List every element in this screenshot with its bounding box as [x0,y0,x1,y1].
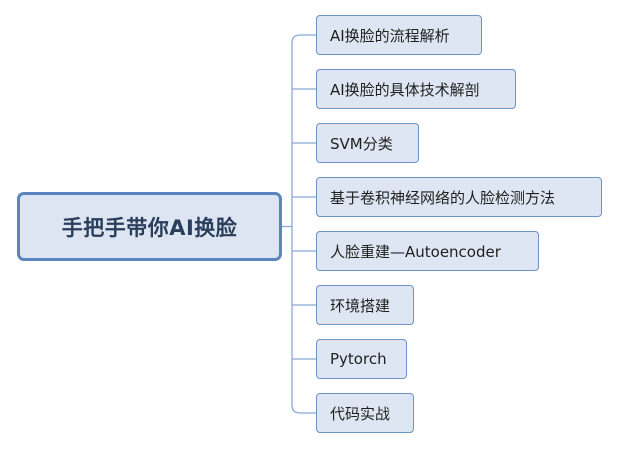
branch-topic-flow-analysis[interactable]: AI换脸的流程解析 [316,15,482,55]
branch-connector [291,34,316,44]
branch-topic-label: 基于卷积神经网络的人脸检测方法 [330,188,556,207]
branch-topic-label: 环境搭建 [330,296,391,315]
branch-topic-label: SVM分类 [330,134,393,153]
branch-topic-code-practice[interactable]: 代码实战 [316,393,414,433]
branch-topic-label: 代码实战 [330,404,391,423]
branch-topic-label: Pytorch [330,350,387,368]
branch-topic-label: 人脸重建—Autoencoder [330,242,501,261]
branch-connector [291,404,316,414]
branch-topic-svm[interactable]: SVM分类 [316,123,419,163]
root-topic-label: 手把手带你AI换脸 [61,215,238,240]
branch-topic-autoencoder[interactable]: 人脸重建—Autoencoder [316,231,539,271]
branch-topic-technique-breakdown[interactable]: AI换脸的具体技术解剖 [316,69,516,109]
branch-topic-label: AI换脸的流程解析 [330,26,450,45]
branch-topic-cnn-face-detection[interactable]: 基于卷积神经网络的人脸检测方法 [316,177,602,217]
root-topic[interactable]: 手把手带你AI换脸 [17,192,282,261]
branch-topic-environment-setup[interactable]: 环境搭建 [316,285,414,325]
branch-topic-pytorch[interactable]: Pytorch [316,339,407,379]
branch-topic-label: AI换脸的具体技术解剖 [330,80,480,99]
